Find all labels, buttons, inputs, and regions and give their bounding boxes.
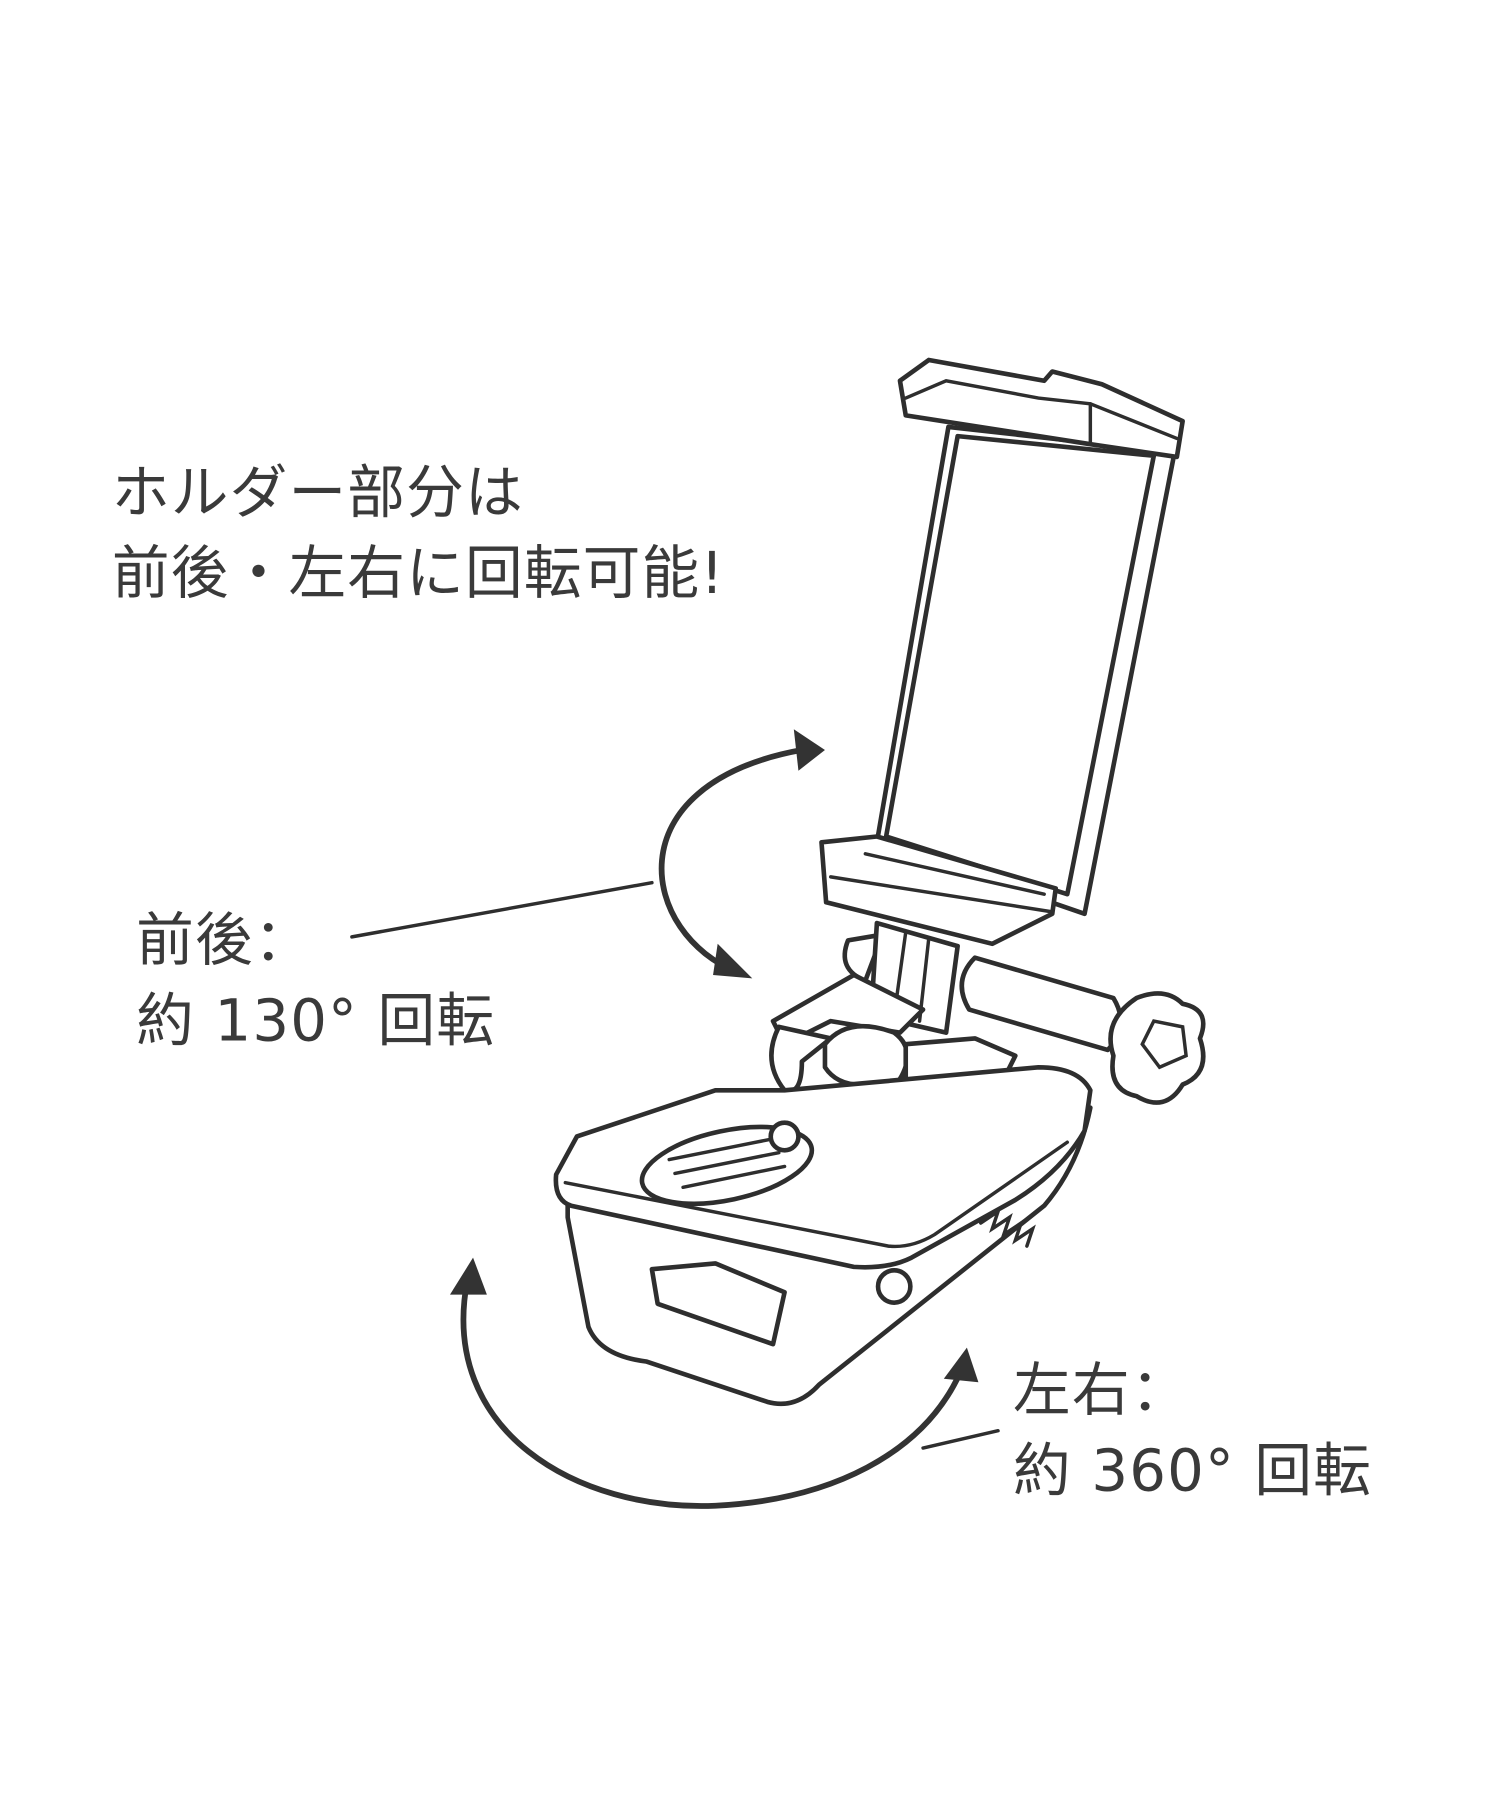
swivel-label-value: 約 360° 回転: [1013, 1437, 1373, 1505]
tilt-label-value: 約 130° 回転: [136, 987, 496, 1055]
tilt-label-title: 前後：: [136, 906, 313, 974]
swivel-rotation-arrow: [449, 1257, 1000, 1509]
swivel-label-title: 左右：: [1013, 1356, 1190, 1424]
headline-line-1: ホルダー部分は: [111, 459, 524, 527]
tilt-rotation-arrow: [350, 729, 825, 979]
phone-holder: [819, 357, 1185, 947]
arrowhead-icon: [943, 1347, 979, 1383]
arrowhead-icon: [449, 1257, 487, 1295]
arrowhead-icon: [713, 943, 753, 979]
clip-base: [553, 1064, 1093, 1407]
mount-joint: [769, 920, 1206, 1132]
headline-line-2: 前後・左右に回転可能!: [111, 539, 725, 607]
arrowhead-icon: [793, 729, 825, 771]
